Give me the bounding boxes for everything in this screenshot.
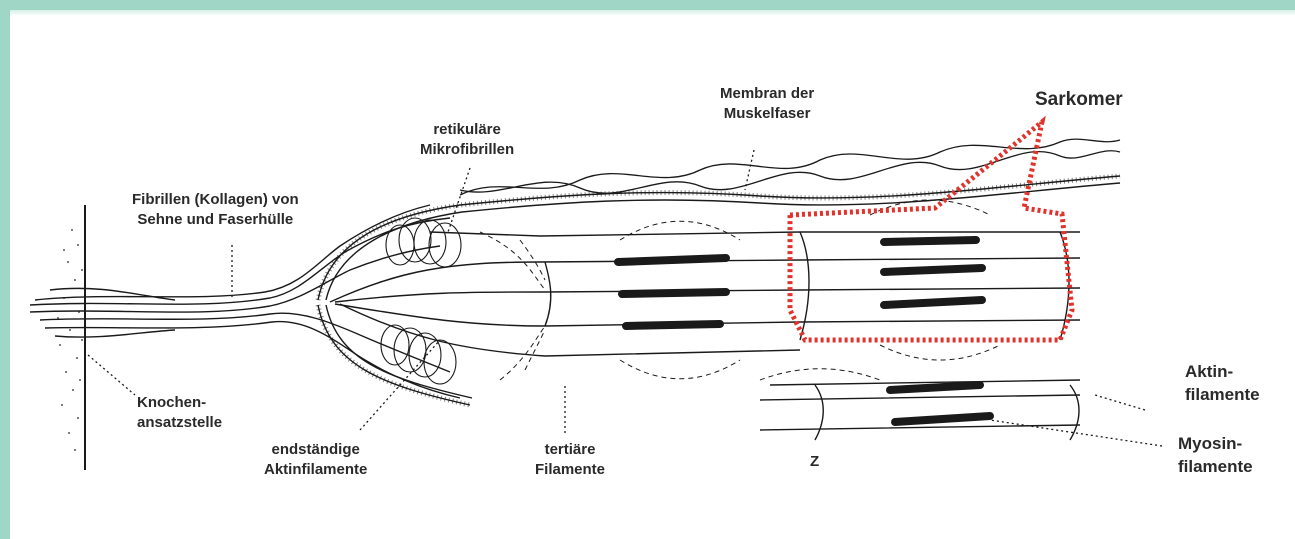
label-membran-line1: Membran der [720, 84, 814, 104]
label-membran-line2: Muskelfaser [720, 104, 814, 124]
tendon-fibrils [30, 205, 460, 398]
label-fibrillen-line2: Sehne und Faserhülle [132, 210, 299, 230]
label-tertiaere-line2: Filamente [535, 460, 605, 480]
reticular-coils [381, 218, 461, 384]
label-fibrillen: Fibrillen (Kollagen) von Sehne und Faser… [132, 190, 299, 230]
label-retikulaere-line1: retikuläre [420, 120, 514, 140]
label-tertiaere: tertiäre Filamente [535, 440, 605, 480]
label-membran: Membran der Muskelfaser [720, 84, 814, 124]
label-retikulaere: retikuläre Mikrofibrillen [420, 120, 514, 160]
label-aktin-line1: Aktin- [1185, 360, 1260, 383]
sarkomer-highlight [790, 122, 1072, 340]
label-knochen-line1: Knochen- [137, 393, 222, 413]
label-endstaendige: endständige Aktinfilamente [264, 440, 367, 480]
label-tertiaere-line1: tertiäre [535, 440, 605, 460]
myosin-filaments [618, 240, 990, 422]
label-knochen: Knochen- ansatzstelle [137, 393, 222, 433]
label-knochen-line2: ansatzstelle [137, 413, 222, 433]
label-fibrillen-line1: Fibrillen (Kollagen) von [132, 190, 299, 210]
label-myosin-line2: filamente [1178, 455, 1253, 478]
label-retikulaere-line2: Mikrofibrillen [420, 140, 514, 160]
label-z: Z [810, 452, 819, 472]
label-endstaendige-line1: endständige [264, 440, 367, 460]
label-aktin: Aktin- filamente [1185, 360, 1260, 406]
label-sarkomer: Sarkomer [1035, 90, 1123, 110]
label-endstaendige-line2: Aktinfilamente [264, 460, 367, 480]
label-myosin: Myosin- filamente [1178, 432, 1253, 478]
actin-filaments [330, 232, 1080, 440]
label-aktin-line2: filamente [1185, 383, 1260, 406]
label-myosin-line1: Myosin- [1178, 432, 1253, 455]
